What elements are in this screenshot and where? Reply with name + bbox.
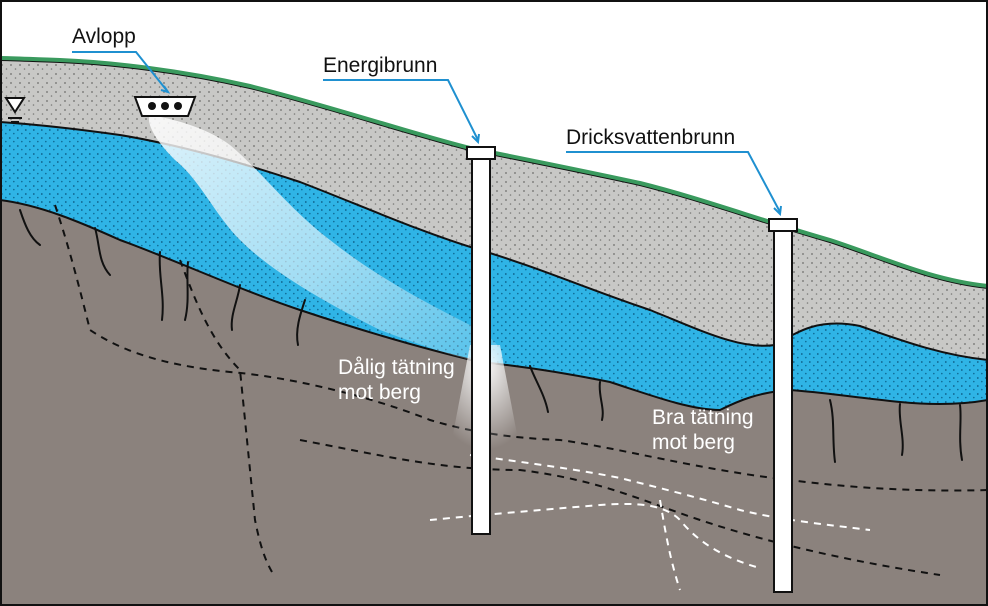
sky-area	[0, 0, 988, 288]
label-energibrunn: Energibrunn	[323, 54, 438, 77]
sewage-tank	[133, 96, 197, 117]
soil-layer	[0, 60, 988, 360]
soil-water-boundary	[0, 121, 988, 361]
label-avlopp: Avlopp	[72, 25, 136, 48]
label-good-seal-line1: Bra tätning	[652, 406, 754, 429]
label-good-seal-line2: mot berg	[652, 431, 735, 454]
label-poor-seal-line1: Dålig tätning	[338, 356, 455, 379]
label-pointers	[72, 51, 782, 217]
contaminated-fractures	[429, 454, 871, 591]
rock-cracks	[19, 209, 963, 463]
label-poor-seal-line2: mot berg	[338, 381, 421, 404]
drinking-water-well	[768, 218, 798, 593]
energy-well	[466, 146, 496, 535]
label-dricksvattenbrunn: Dricksvattenbrunn	[566, 126, 736, 149]
contamination-plume	[149, 115, 503, 365]
water-table-icon	[4, 97, 26, 123]
